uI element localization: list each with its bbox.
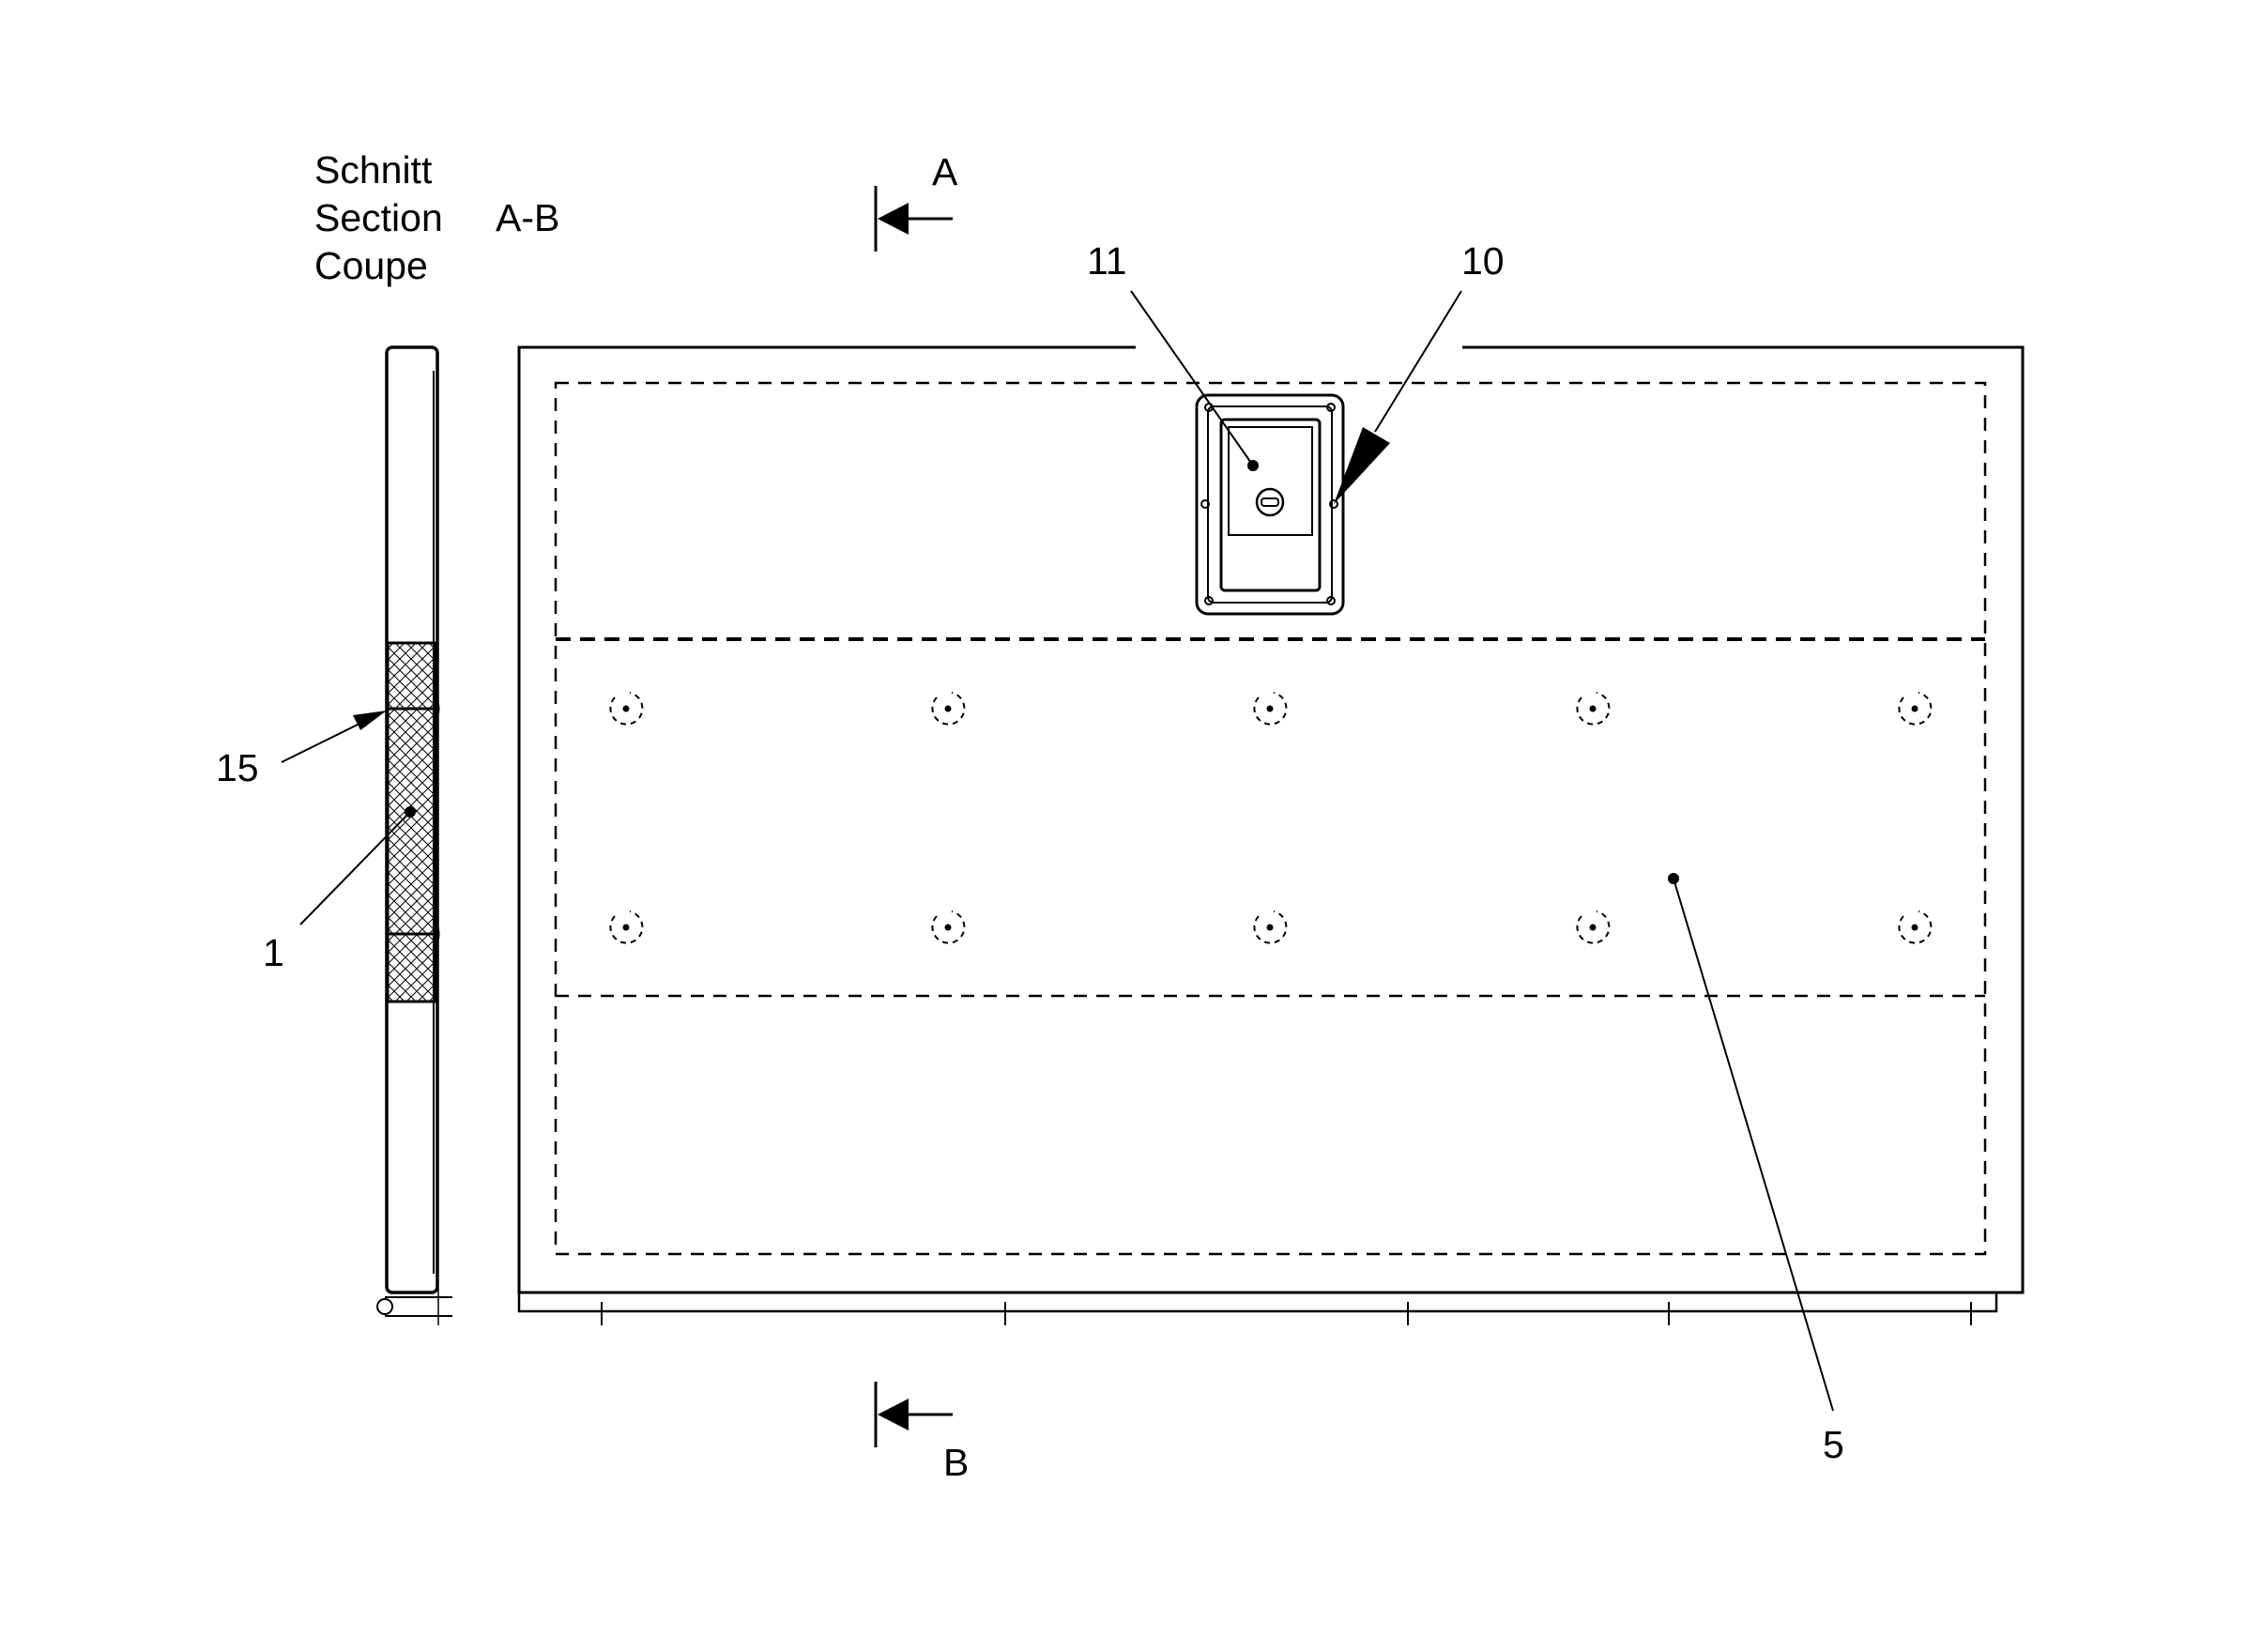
recessed-handle <box>1195 393 1345 616</box>
label-edge-profile: 15 <box>216 746 259 789</box>
label-handle: 11 <box>1087 239 1127 283</box>
fastener <box>1576 910 1611 944</box>
fastener <box>609 910 644 944</box>
fastener-grid <box>609 692 1933 944</box>
fastener <box>931 692 966 726</box>
fastener <box>1898 692 1933 726</box>
fastener <box>1253 910 1288 944</box>
label-panel: 5 <box>1823 1423 1844 1466</box>
side-section-view <box>376 345 452 1325</box>
fastener <box>1253 692 1288 726</box>
fastener <box>931 910 966 944</box>
label-15-callout: 15 <box>216 711 387 789</box>
lock-icon <box>1255 487 1285 517</box>
label-1-callout: 1 <box>263 806 416 974</box>
cut-label-b: B <box>943 1441 969 1484</box>
label-11-callout: 11 <box>1087 239 1254 467</box>
section-id: A-B <box>496 196 559 239</box>
cut-label-a: A <box>932 150 958 193</box>
fastener <box>1576 692 1611 726</box>
rail-ticks <box>601 1302 1972 1325</box>
fastener <box>1898 910 1933 944</box>
front-view <box>517 345 2025 1325</box>
cut-marker-b: B <box>874 1382 969 1484</box>
title-schnitt: Schnitt <box>314 148 433 191</box>
label-5-callout: 5 <box>1673 878 1844 1466</box>
title-section: Section <box>314 196 443 239</box>
fastener <box>609 692 644 726</box>
cut-marker-a: A <box>874 150 958 252</box>
label-rivet: 10 <box>1461 239 1505 283</box>
label-10-callout: 10 <box>1334 239 1505 504</box>
title-coupe: Coupe <box>314 244 428 287</box>
label-foam-core: 1 <box>263 931 284 974</box>
